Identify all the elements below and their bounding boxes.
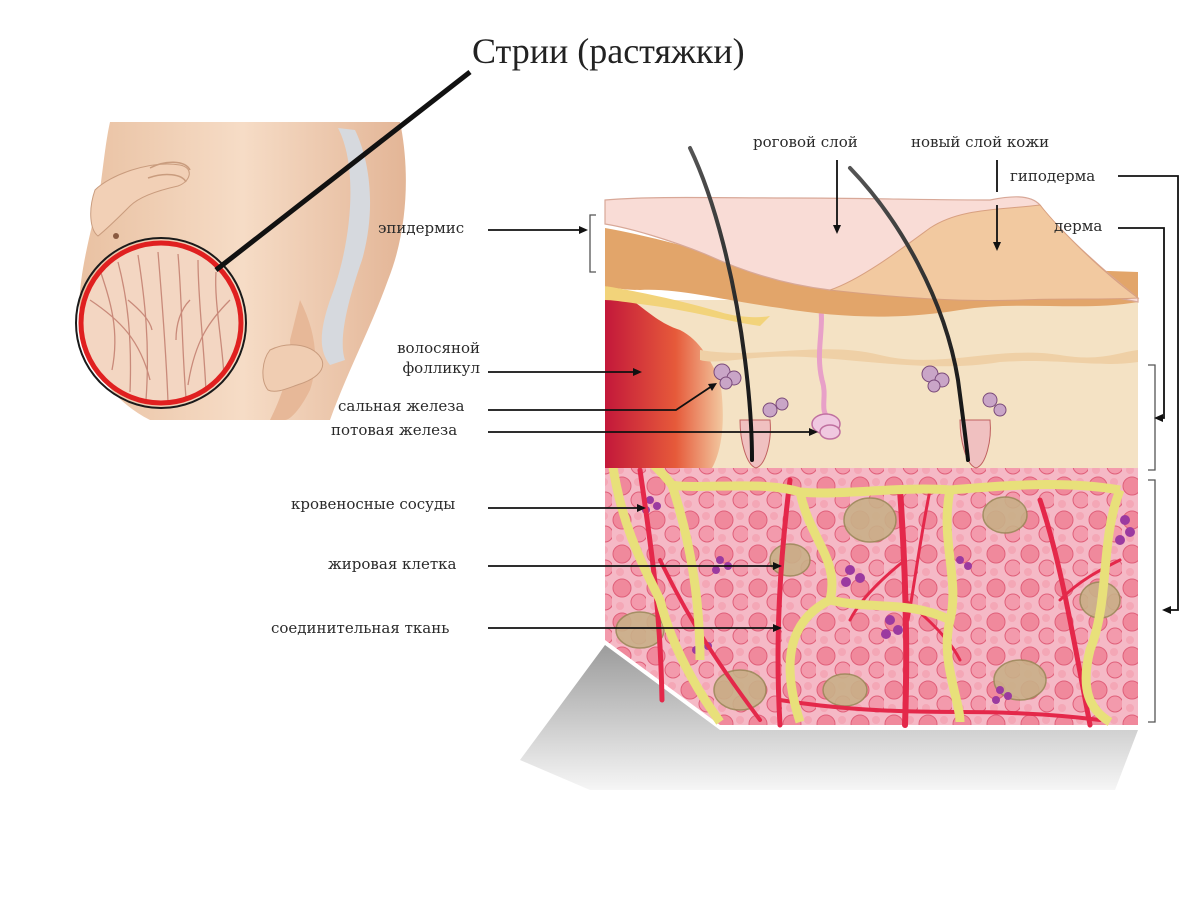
label-hair-follicle-line2: фолликул	[402, 359, 480, 377]
label-dermis: дерма	[1054, 217, 1103, 235]
label-hypodermis: гиподерма	[1010, 167, 1096, 185]
label-hair-follicle-line1: волосяной	[397, 339, 480, 357]
label-blood-vessels: кровеносные сосуды	[291, 495, 456, 513]
label-sebaceous-gland: сальная железа	[338, 397, 465, 415]
label-connective-tissue: соединительная ткань	[271, 619, 450, 637]
label-arrows	[488, 160, 1179, 632]
title-pointer-line	[214, 70, 472, 272]
skin-cross-section	[520, 146, 1156, 790]
label-stratum-corneum: роговой слой	[753, 133, 858, 151]
diagram-title: Стрии (растяжки)	[472, 31, 745, 71]
label-epidermis: эпидермис	[378, 219, 465, 237]
label-sweat-gland: потовая железа	[331, 421, 458, 439]
stretch-marks-zoom-circle	[75, 237, 247, 409]
label-fat-cell: жировая клетка	[328, 555, 457, 573]
label-new-skin-layer: новый слой кожи	[911, 133, 1050, 151]
